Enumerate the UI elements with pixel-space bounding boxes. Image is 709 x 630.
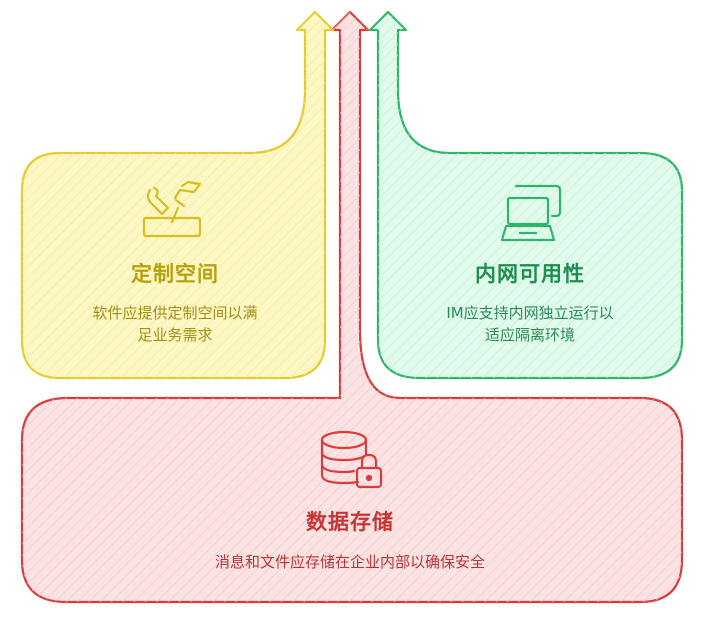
intranet-desc-line1: IM应支持内网独立运行以 xyxy=(446,304,614,322)
laptop-icon xyxy=(500,184,562,242)
storage-block xyxy=(20,10,684,604)
tools-icon xyxy=(142,180,202,238)
database-lock-icon xyxy=(320,430,383,489)
customization-desc-line1: 软件应提供定制空间以满 xyxy=(92,304,258,322)
intranet-block xyxy=(368,10,684,380)
intranet-title: 内网可用性 xyxy=(475,262,585,286)
customization-desc-line2: 足业务需求 xyxy=(137,326,213,344)
intranet-description: IM应支持内网独立运行以 适应隔离环境 xyxy=(415,302,645,346)
customization-block xyxy=(20,10,335,380)
customization-description: 软件应提供定制空间以满 足业务需求 xyxy=(60,302,290,346)
customization-title: 定制空间 xyxy=(131,262,219,286)
storage-title: 数据存储 xyxy=(306,510,394,534)
intranet-desc-line2: 适应隔离环境 xyxy=(484,326,575,344)
storage-description: 消息和文件应存储在企业内部以确保安全 xyxy=(214,553,485,571)
